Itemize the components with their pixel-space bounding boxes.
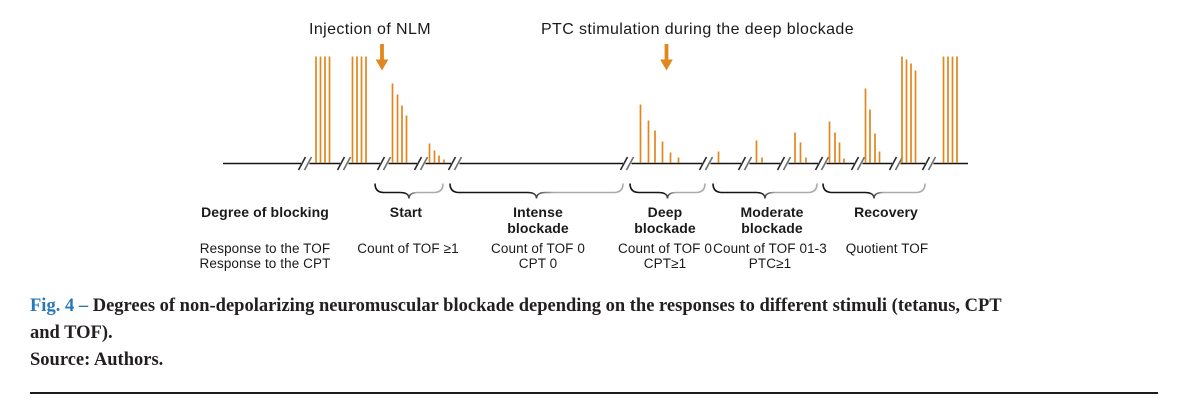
caption-line: Fig. 4 – Degrees of non-depolarizing neu… bbox=[30, 293, 1162, 347]
section-moderate-title-line2: blockade bbox=[741, 220, 803, 236]
spike-group-moderate-tof-4 bbox=[828, 121, 845, 163]
axis-break-mark bbox=[413, 156, 429, 171]
figure-number: Fig. 4 – bbox=[30, 296, 89, 316]
section-start-criteria: Count of TOF ≥1 bbox=[357, 241, 459, 256]
section-intense-title-line1: Intense bbox=[513, 204, 563, 220]
injection-annotation: Injection of NLM bbox=[308, 21, 432, 38]
spike-group-moderate-tof-2 bbox=[755, 140, 763, 163]
down-arrow-icon bbox=[660, 44, 673, 71]
spike-group-recovery-tof-1 bbox=[864, 88, 881, 163]
spike-group-moderate-tof-3 bbox=[794, 132, 807, 163]
response-to-cpt-label: Response to the CPT bbox=[199, 256, 331, 271]
spike-group-start-fading-tof bbox=[391, 83, 408, 163]
axis-break-mark bbox=[921, 156, 937, 171]
axis-break-mark bbox=[297, 156, 313, 171]
section-intense-criteria-line2: CPT 0 bbox=[518, 256, 558, 271]
blockade-diagram: Injection of NLM PTC stimulation during … bbox=[199, 21, 968, 271]
ptc-annotation: PTC stimulation during the deep blockade bbox=[540, 21, 855, 38]
axis-break-mark bbox=[814, 156, 830, 171]
section-deep-criteria-line2: CPT≥1 bbox=[643, 256, 687, 271]
spike-group-baseline-tof-burst-1 bbox=[315, 56, 331, 163]
section-moderate-title-line1: Moderate bbox=[740, 204, 804, 220]
axis-break-mark bbox=[737, 156, 753, 171]
degree-of-blocking-label: Degree of blocking bbox=[201, 204, 329, 220]
section-brace bbox=[822, 183, 926, 199]
section-recovery-title: Recovery bbox=[854, 204, 918, 220]
section-brace bbox=[449, 183, 624, 199]
caption-source: Source: Authors. bbox=[30, 350, 164, 370]
blockade-diagram-canvas bbox=[223, 44, 968, 199]
figure-caption: Fig. 4 – Degrees of non-depolarizing neu… bbox=[30, 293, 1162, 374]
axis-break-mark bbox=[698, 156, 714, 171]
section-moderate-criteria-line2: PTC≥1 bbox=[748, 256, 792, 271]
page-divider-rule bbox=[30, 392, 1158, 394]
axis-break-mark bbox=[776, 156, 792, 171]
section-deep-title-line2: blockade bbox=[634, 220, 696, 236]
spike-group-start-weak-tof bbox=[428, 143, 445, 163]
axis-break-mark bbox=[336, 156, 352, 171]
axis-break-mark bbox=[447, 156, 463, 171]
section-deep-title-line1: Deep bbox=[647, 204, 683, 220]
axis-break-mark bbox=[619, 156, 635, 171]
section-deep-criteria-line1: Count of TOF 0 bbox=[618, 241, 712, 256]
section-brace bbox=[374, 183, 444, 199]
section-intense-criteria-line1: Count of TOF 0 bbox=[491, 241, 585, 256]
down-arrow-icon bbox=[375, 44, 389, 71]
section-start-title: Start bbox=[389, 204, 423, 220]
response-to-tof-label: Response to the TOF bbox=[199, 241, 331, 256]
caption-text: Degrees of non-depolarizing neuromuscula… bbox=[30, 296, 1002, 343]
axis-break-mark bbox=[850, 156, 866, 171]
section-intense-title-line2: blockade bbox=[507, 220, 569, 236]
spike-group-recovery-tof-3 bbox=[942, 56, 958, 163]
spike-group-recovery-tof-2 bbox=[901, 56, 917, 163]
section-recovery-criteria: Quotient TOF bbox=[845, 241, 929, 256]
axis-break-mark bbox=[376, 156, 392, 171]
section-moderate-criteria-line1: Count of TOF 01-3 bbox=[713, 241, 827, 256]
section-brace bbox=[629, 183, 706, 199]
spike-group-baseline-tof-burst-2 bbox=[351, 56, 367, 163]
spike-group-deep-ptc-response bbox=[639, 104, 680, 163]
section-brace bbox=[712, 183, 818, 199]
